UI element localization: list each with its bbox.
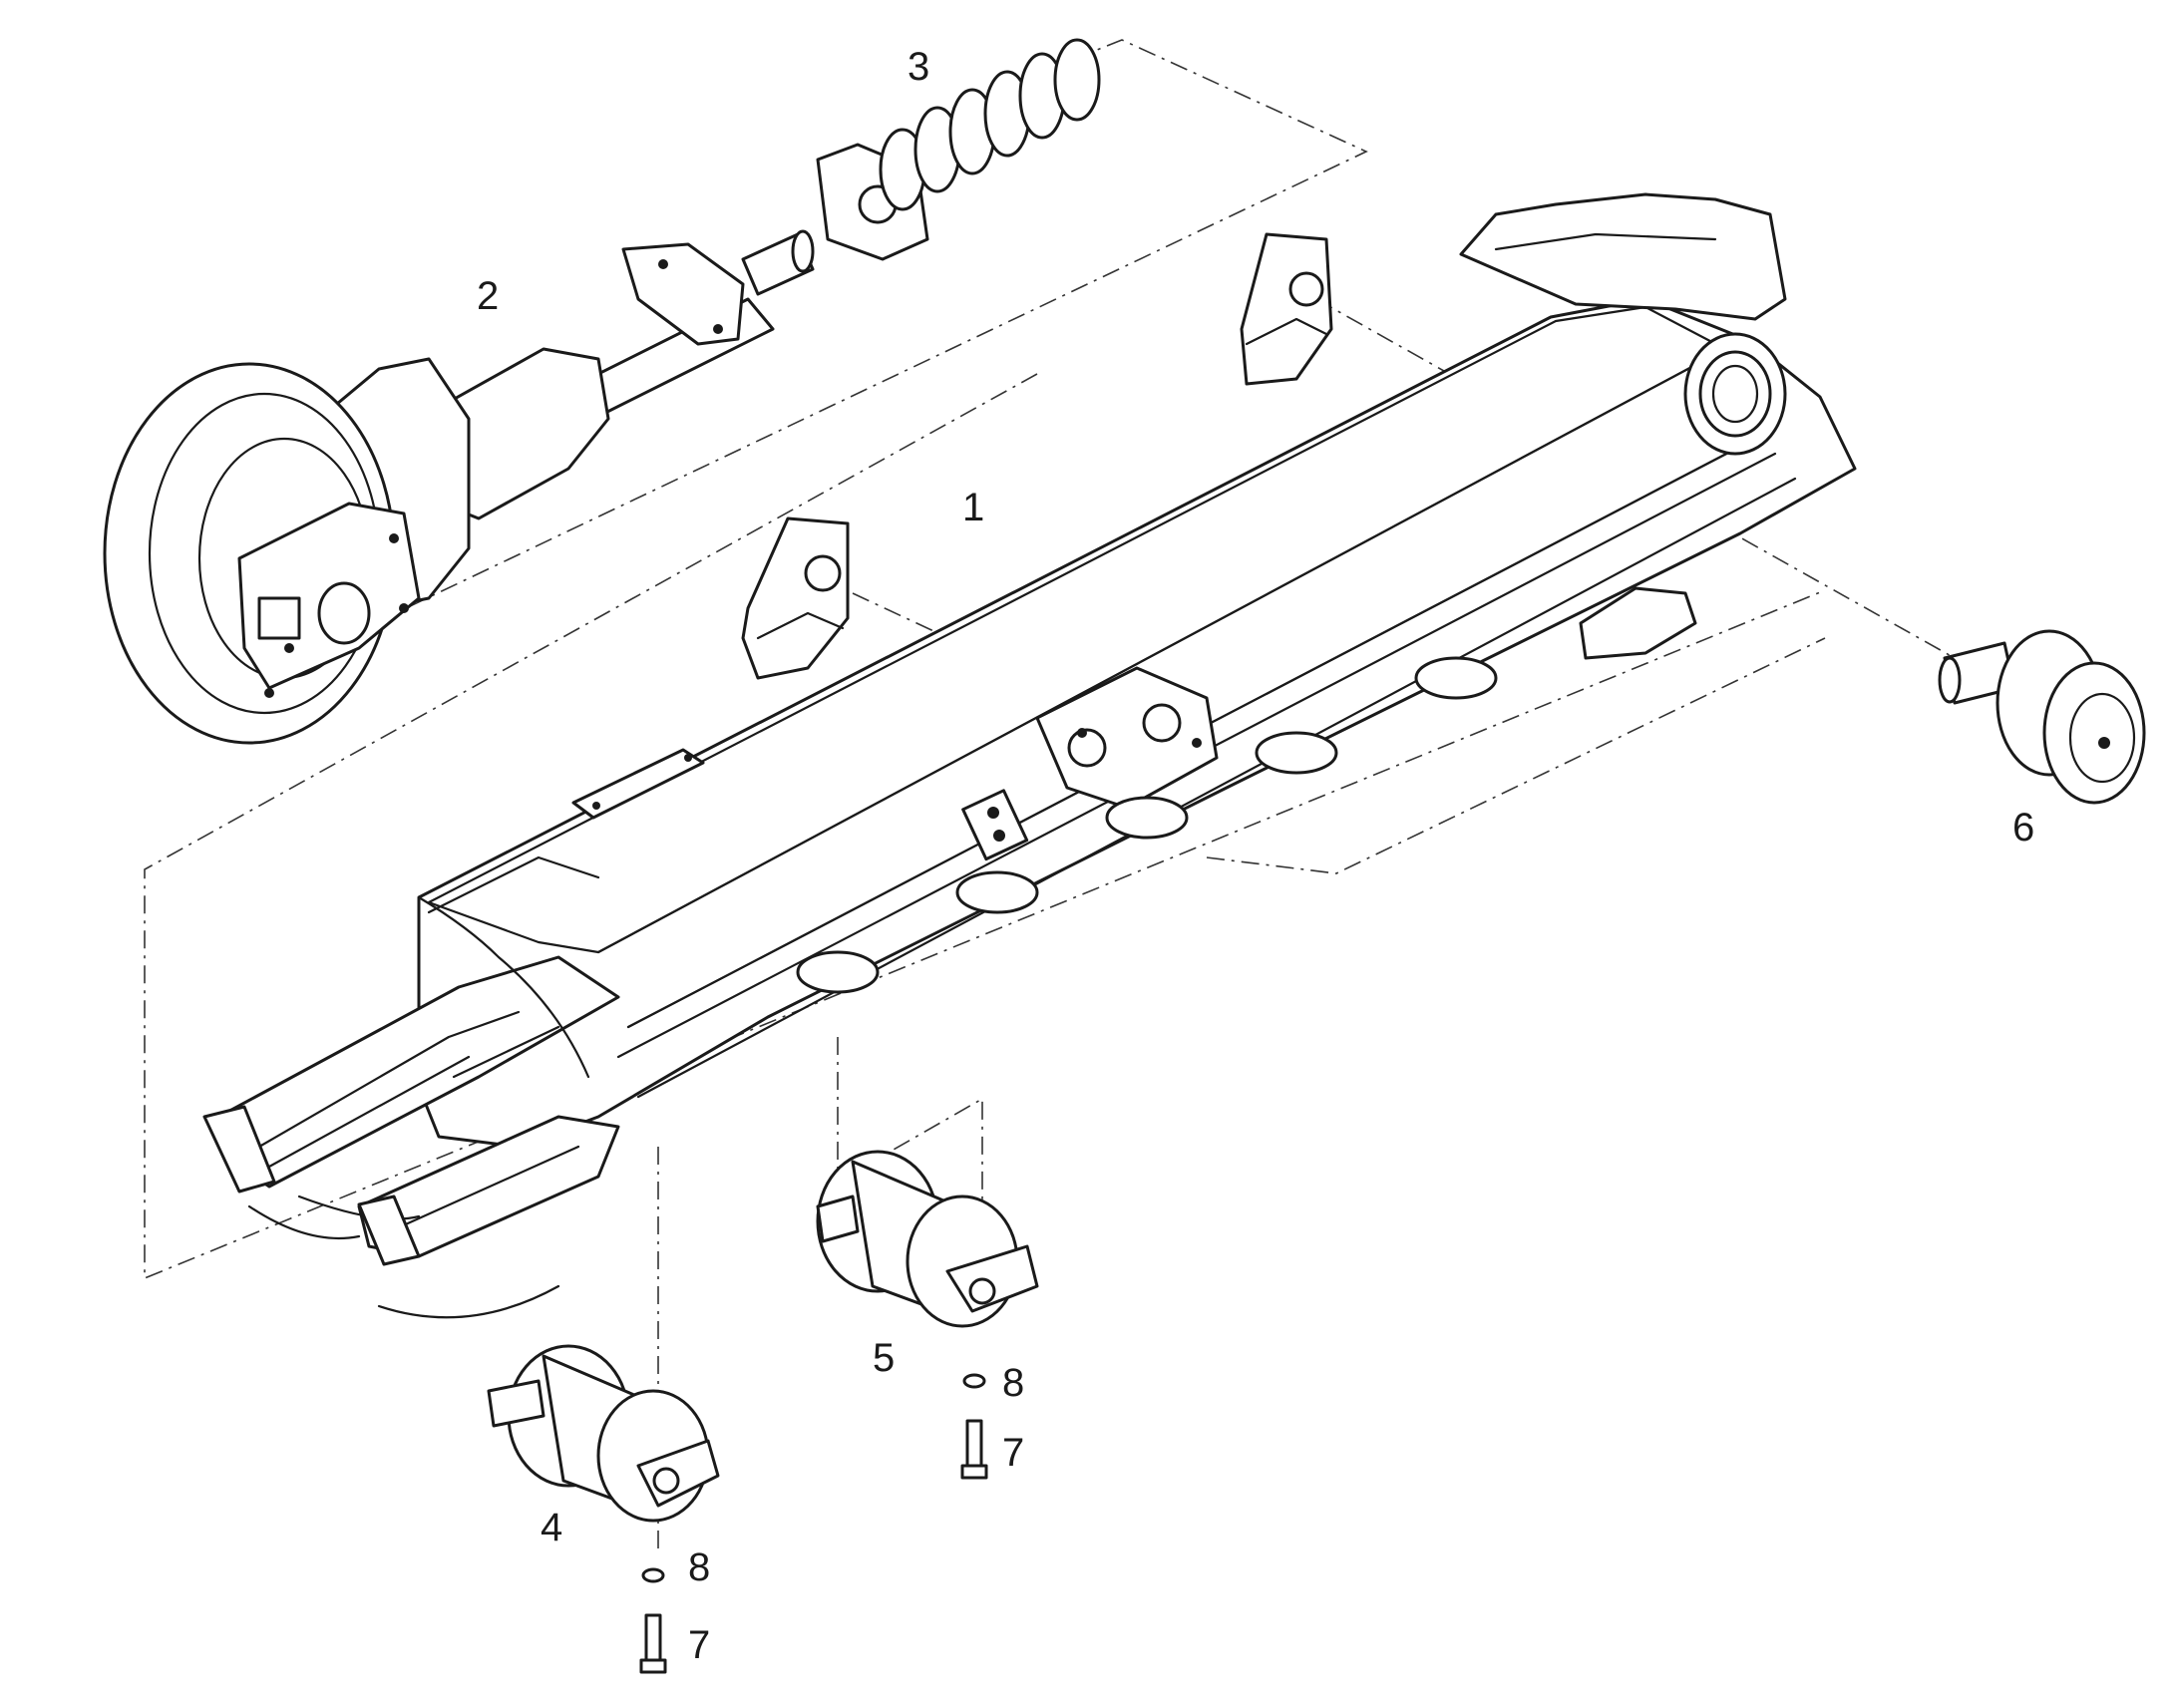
idler-assembly bbox=[103, 229, 815, 745]
callout-2: 2 bbox=[477, 274, 499, 318]
track-roller-4 bbox=[487, 1344, 720, 1523]
callout-4: 4 bbox=[541, 1506, 562, 1549]
roller-6 bbox=[1938, 629, 2146, 805]
recoil-spring bbox=[816, 38, 1101, 261]
track-frame bbox=[202, 192, 1857, 1319]
callouts: 1 2 3 4 5 6 7 7 8 8 bbox=[477, 45, 2034, 1667]
callout-8b: 8 bbox=[688, 1545, 710, 1589]
washer-8b bbox=[641, 1567, 665, 1583]
callout-8a: 8 bbox=[1002, 1361, 1024, 1405]
bolt-7a bbox=[960, 1419, 988, 1480]
callout-3: 3 bbox=[908, 45, 929, 89]
callout-6: 6 bbox=[2012, 806, 2034, 850]
bolt-7b bbox=[639, 1613, 667, 1674]
washer-8a bbox=[962, 1373, 986, 1389]
callout-7b: 7 bbox=[688, 1623, 710, 1667]
carrier-roller-5 bbox=[816, 1150, 1039, 1328]
callout-5: 5 bbox=[873, 1336, 895, 1380]
callout-7a: 7 bbox=[1002, 1431, 1024, 1475]
callout-1: 1 bbox=[962, 486, 984, 529]
